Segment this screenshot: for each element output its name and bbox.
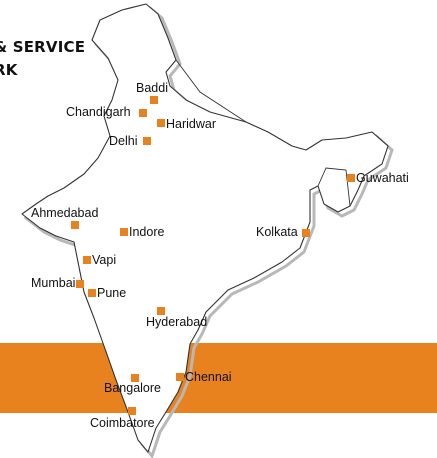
label-mumbai: Mumbai: [31, 276, 75, 290]
marker-coimbatore: [128, 407, 136, 415]
marker-vapi: [83, 256, 91, 264]
marker-hyderabad: [157, 307, 165, 315]
label-pune: Pune: [97, 286, 126, 300]
marker-mumbai: [76, 280, 84, 288]
city-markers: Baddi Chandigarh Haridwar Delhi Guwahati…: [31, 81, 409, 430]
label-hyderabad: Hyderabad: [146, 315, 207, 329]
marker-chennai: [176, 373, 184, 381]
orange-band: [0, 343, 437, 413]
label-bangalore: Bangalore: [104, 381, 161, 395]
marker-chandigarh: [139, 109, 147, 117]
map-title: & SERVICE RK: [0, 36, 85, 82]
label-kolkata: Kolkata: [256, 225, 298, 239]
label-coimbatore: Coimbatore: [90, 416, 155, 430]
title-line-1: & SERVICE: [0, 38, 86, 56]
label-ahmedabad: Ahmedabad: [31, 206, 98, 220]
marker-baddi: [150, 96, 158, 104]
marker-bangalore: [131, 374, 139, 382]
title-line-2: RK: [0, 61, 18, 79]
label-baddi: Baddi: [136, 81, 168, 95]
label-delhi: Delhi: [109, 134, 138, 148]
map-outline: [21, 3, 389, 453]
marker-indore: [120, 228, 128, 236]
label-chennai: Chennai: [185, 370, 232, 384]
marker-haridwar: [157, 119, 165, 127]
marker-ahmedabad: [71, 221, 79, 229]
marker-guwahati: [347, 174, 355, 182]
marker-pune: [88, 289, 96, 297]
label-indore: Indore: [129, 225, 164, 239]
label-haridwar: Haridwar: [166, 117, 216, 131]
marker-kolkata: [302, 229, 310, 237]
label-vapi: Vapi: [92, 253, 116, 267]
label-guwahati: Guwahati: [356, 171, 409, 185]
label-chandigarh: Chandigarh: [66, 105, 131, 119]
marker-delhi: [143, 137, 151, 145]
